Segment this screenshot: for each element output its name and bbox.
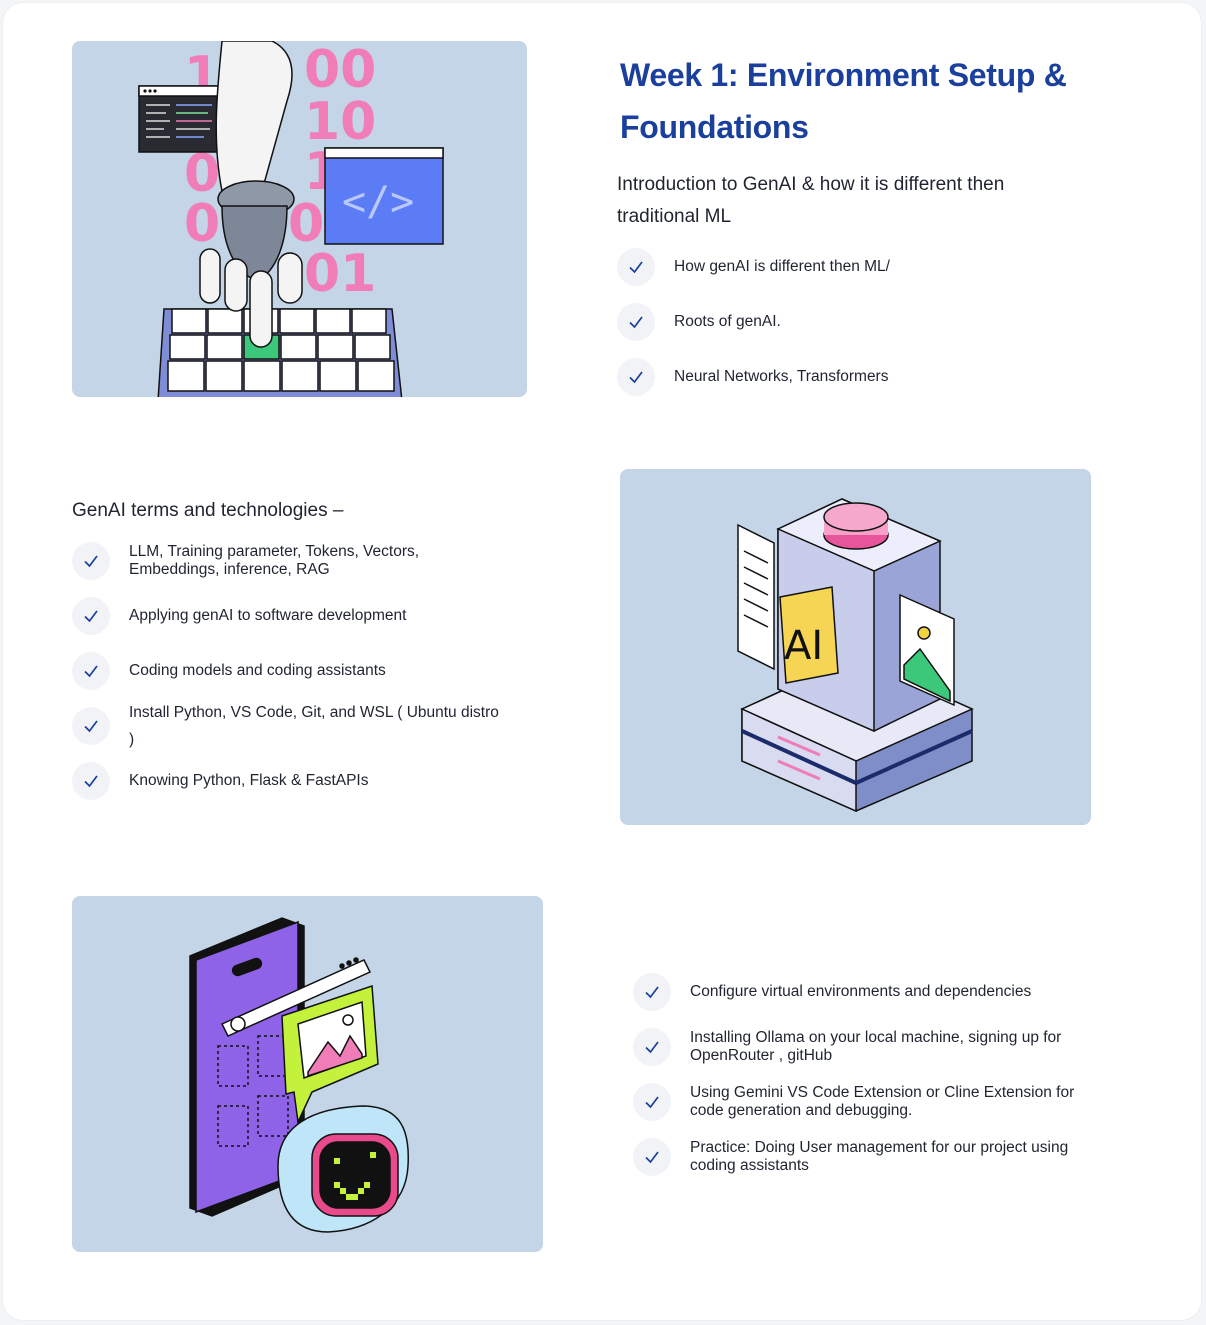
- check-icon: [617, 247, 655, 286]
- robot-hand-graphic: 1 00 10 0 1 0 0 01: [138, 41, 444, 397]
- list-item-label: Roots of genAI.: [674, 312, 781, 330]
- section2-subtitle: GenAI terms and technologies –: [72, 500, 344, 521]
- check-icon: [72, 596, 110, 635]
- binary-digit: 10: [304, 92, 376, 152]
- check-icon: [633, 1137, 671, 1176]
- list-item-label: Knowing Python, Flask & FastAPIs: [129, 771, 369, 789]
- keyboard: [157, 308, 403, 397]
- list-item: Coding models and coding assistants: [72, 643, 532, 698]
- list-item: Configure virtual environments and depen…: [633, 964, 1103, 1019]
- list-item-label: Using Gemini VS Code Extension or Cline …: [690, 1083, 1075, 1119]
- phone-assistant-illustration: [72, 896, 543, 1252]
- list-item-label: Practice: Doing User management for our …: [690, 1138, 1069, 1174]
- list-item: Applying genAI to software development: [72, 588, 532, 643]
- binary-digit: 01: [304, 244, 376, 304]
- robot-hand-illustration: 1 00 10 0 1 0 0 01: [72, 41, 527, 397]
- list-item: Using Gemini VS Code Extension or Cline …: [633, 1074, 1103, 1129]
- code-tag-symbol: </>: [342, 179, 414, 225]
- list-item: Installing Ollama on your local machine,…: [633, 1019, 1103, 1074]
- list-item-label: Coding models and coding assistants: [129, 661, 386, 679]
- robot-arm: [199, 41, 303, 348]
- list-item-label: Configure virtual environments and depen…: [690, 982, 1032, 1000]
- check-icon: [72, 761, 110, 800]
- check-icon: [72, 706, 110, 745]
- list-item-label: LLM, Training parameter, Tokens, Vectors…: [129, 542, 420, 578]
- list-item-label: Install Python, VS Code, Git, and WSL ( …: [129, 703, 499, 748]
- code-window: </>: [324, 147, 444, 245]
- ai-server-illustration: AI: [620, 469, 1091, 825]
- terminal-window: [138, 85, 220, 153]
- check-icon: [633, 1082, 671, 1121]
- check-icon: [633, 1027, 671, 1066]
- phone-assistant-graphic: [189, 917, 410, 1233]
- section2-list: LLM, Training parameter, Tokens, Vectors…: [72, 533, 532, 808]
- list-item-label: Applying genAI to software development: [129, 606, 407, 624]
- check-icon: [72, 541, 110, 580]
- list-item-label: How genAI is different then ML/: [674, 257, 890, 275]
- list-item: Knowing Python, Flask & FastAPIs: [72, 753, 532, 808]
- check-icon: [617, 357, 655, 396]
- list-item: Install Python, VS Code, Git, and WSL ( …: [72, 698, 532, 753]
- list-item-label: Neural Networks, Transformers: [674, 367, 889, 385]
- list-item: Roots of genAI.: [617, 294, 1097, 349]
- section1-subtitle: Introduction to GenAI & how it is differ…: [617, 174, 1005, 227]
- course-week-card: 1 00 10 0 1 0 0 01: [3, 3, 1201, 1320]
- section3-list: Configure virtual environments and depen…: [633, 964, 1103, 1184]
- search-bar: [220, 959, 372, 1037]
- binary-digit: 0: [184, 144, 220, 204]
- binary-digit: 0: [288, 194, 324, 254]
- ai-badge-label: AI: [784, 623, 823, 669]
- binary-digit: 0: [184, 194, 220, 254]
- ai-server-graphic: AI: [737, 498, 974, 813]
- check-icon: [72, 651, 110, 690]
- list-item: LLM, Training parameter, Tokens, Vectors…: [72, 533, 532, 588]
- list-item: How genAI is different then ML/: [617, 239, 1097, 294]
- check-icon: [633, 972, 671, 1011]
- list-item: Practice: Doing User management for our …: [633, 1129, 1103, 1184]
- binary-digit: 00: [304, 41, 376, 100]
- week-title: Week 1: Environment Setup & Foundations: [620, 57, 1067, 145]
- check-icon: [617, 302, 655, 341]
- list-item: Neural Networks, Transformers: [617, 349, 1097, 404]
- section1-list: How genAI is different then ML/ Roots of…: [617, 239, 1097, 404]
- document-sheet: [737, 523, 775, 671]
- ai-badge: AI: [779, 586, 839, 684]
- list-item-label: Installing Ollama on your local machine,…: [690, 1028, 1062, 1064]
